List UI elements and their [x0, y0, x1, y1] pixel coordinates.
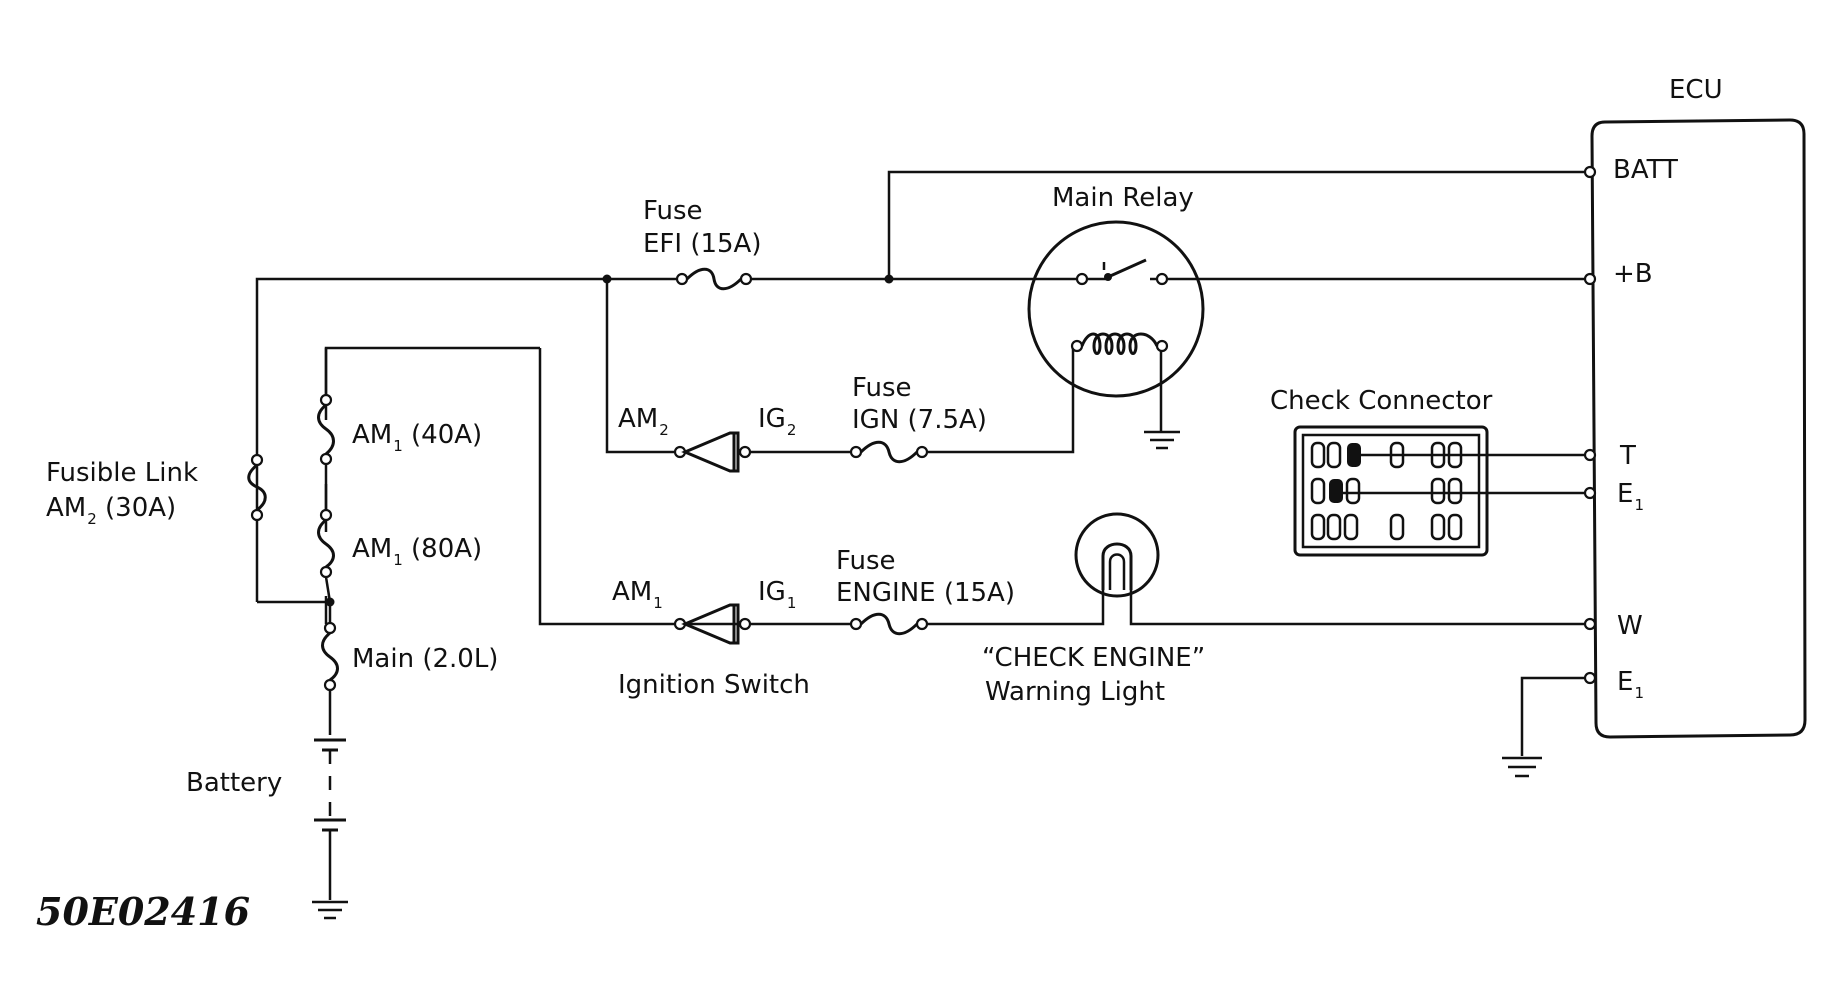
junction-dot [602, 274, 612, 284]
main-relay: Main Relay [1027, 183, 1205, 398]
fuse-ign-label-line1: Fuse [852, 373, 912, 403]
check-engine-label-line2: Warning Light [985, 677, 1165, 707]
fuse-engine-label-line2: ENGINE (15A) [836, 578, 1015, 608]
main-relay-label: Main Relay [1052, 183, 1194, 213]
fusible-link-am2: Fusible Link AM2 (30A) [46, 453, 267, 528]
figure-code: 50E02416 [36, 889, 250, 934]
am1-80a-label: AM1 (80A) [352, 534, 482, 569]
fuse-efi: Fuse EFI (15A) [643, 196, 761, 291]
battery-symbol: Battery [186, 738, 346, 832]
ecu-label: ECU [1669, 75, 1723, 105]
ground-symbol-battery [312, 900, 348, 920]
am2-switch-label: AM2 [618, 404, 669, 439]
ecu-pins [1583, 165, 1597, 685]
fusible-link-label-line2: AM2 (30A) [46, 493, 176, 528]
fuse-am1-80a: AM1 (80A) [317, 508, 482, 603]
ecu-block: ECU BATT +B T E1 W E1 [1590, 75, 1807, 739]
ig2-label: IG2 [758, 404, 796, 439]
am1-switch-label: AM1 [612, 577, 663, 612]
ignition-switch-am1-ig1: AM1 IG1 Ignition Switch [612, 577, 810, 700]
ecu-pin-w [1583, 617, 1597, 631]
ecu-pin-plusb-label: +B [1613, 259, 1653, 289]
ground-symbol-ecu [1502, 756, 1542, 778]
check-connector: Check Connector [1270, 386, 1493, 557]
fusible-link-label-line1: Fusible Link [46, 458, 198, 488]
ignition-switch-am2-ig2: AM2 IG2 [618, 404, 796, 473]
check-engine-label-line1: “CHECK ENGINE” [982, 643, 1205, 673]
ecu-pin-t-label: T [1619, 441, 1636, 471]
fuse-main: Main (2.0L) [321, 621, 498, 692]
ecu-pin-t [1583, 448, 1597, 462]
check-connector-label: Check Connector [1270, 386, 1493, 416]
ecu-pin-w-label: W [1617, 611, 1643, 641]
fuse-engine-label-line1: Fuse [836, 546, 896, 576]
ecu-pin-e1-lower [1583, 671, 1597, 685]
fuse-ign-label-line2: IGN (7.5A) [852, 405, 987, 435]
am1-40a-label: AM1 (40A) [352, 420, 482, 455]
fuse-efi-label-line2: EFI (15A) [643, 229, 761, 259]
junctions [325, 274, 894, 607]
fuse-am1-40a: AM1 (40A) [317, 348, 482, 510]
ignition-switch-label: Ignition Switch [618, 670, 810, 700]
battery-label: Battery [186, 768, 282, 798]
ig1-label: IG1 [758, 577, 796, 612]
check-engine-warning-light: “CHECK ENGINE” Warning Light [982, 512, 1205, 707]
ecu-pin-batt [1583, 165, 1597, 179]
ground-symbol-relay [1144, 430, 1180, 450]
ecu-pin-batt-label: BATT [1613, 155, 1678, 185]
main-fuse-label: Main (2.0L) [352, 644, 498, 674]
ecu-pin-e1-upper-label: E1 [1617, 479, 1644, 514]
fuse-ign: Fuse IGN (7.5A) [849, 373, 987, 464]
ecu-pin-plusb [1583, 272, 1597, 286]
fuse-efi-label-line1: Fuse [643, 196, 703, 226]
junction-dot [884, 274, 894, 284]
ecu-pin-e1-upper [1583, 486, 1597, 500]
ecu-pin-e1-lower-label: E1 [1617, 667, 1644, 702]
fuse-engine: Fuse ENGINE (15A) [836, 546, 1015, 636]
